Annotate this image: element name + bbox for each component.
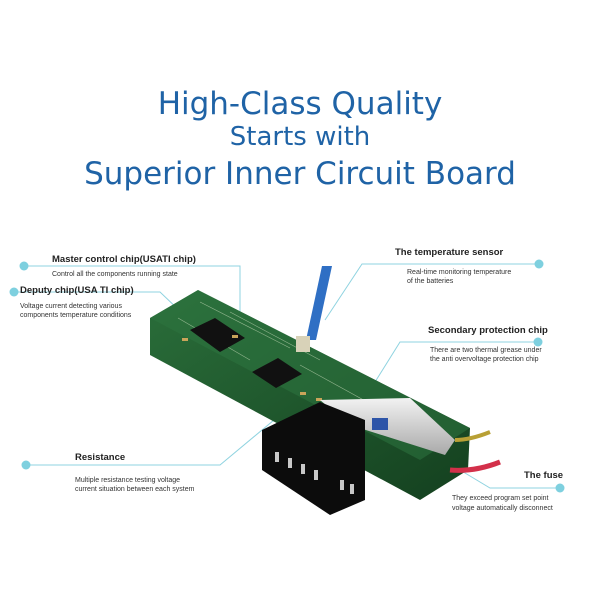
headline-line-1: High-Class Quality bbox=[157, 86, 443, 122]
callout-desc-temperature-sensor-1: Real-time monitoring temperature bbox=[407, 269, 512, 276]
callout-desc-deputy-chip-2: components temperature conditions bbox=[20, 312, 132, 319]
callout-desc-master-control-chip: Control all the components running state bbox=[52, 271, 178, 278]
callout-title-deputy-chip: Deputy chip(USA TI chip) bbox=[20, 285, 134, 296]
callout-desc-fuse-1: They exceed program set point bbox=[452, 495, 549, 502]
headline-line-3: Superior Inner Circuit Board bbox=[84, 156, 516, 192]
callout-desc-secondary-protection-chip-1: There are two thermal grease under bbox=[430, 347, 542, 354]
callout-desc-fuse-2: voltage automatically disconnect bbox=[452, 505, 553, 512]
callout-desc-temperature-sensor-2: of the batteries bbox=[407, 278, 454, 285]
callout-title-fuse: The fuse bbox=[524, 470, 564, 481]
callout-title-temperature-sensor: The temperature sensor bbox=[395, 247, 504, 258]
callout-desc-deputy-chip-1: Voltage current detecting various bbox=[20, 303, 122, 310]
callout-title-resistance: Resistance bbox=[75, 452, 126, 463]
callout-title-secondary-protection-chip: Secondary protection chip bbox=[428, 325, 548, 336]
callout-dots bbox=[9, 259, 565, 493]
callout-title-master-control-chip: Master control chip(USATI chip) bbox=[52, 254, 196, 265]
pcb-board bbox=[150, 266, 501, 515]
headline-line-2: Starts with bbox=[229, 122, 371, 152]
callout-lines bbox=[14, 263, 560, 489]
callout-desc-secondary-protection-chip-2: the anti overvoltage protection chip bbox=[430, 356, 539, 363]
callout-desc-resistance-2: current situation between each system bbox=[75, 486, 195, 493]
callout-desc-resistance-1: Multiple resistance testing voltage bbox=[75, 477, 181, 484]
